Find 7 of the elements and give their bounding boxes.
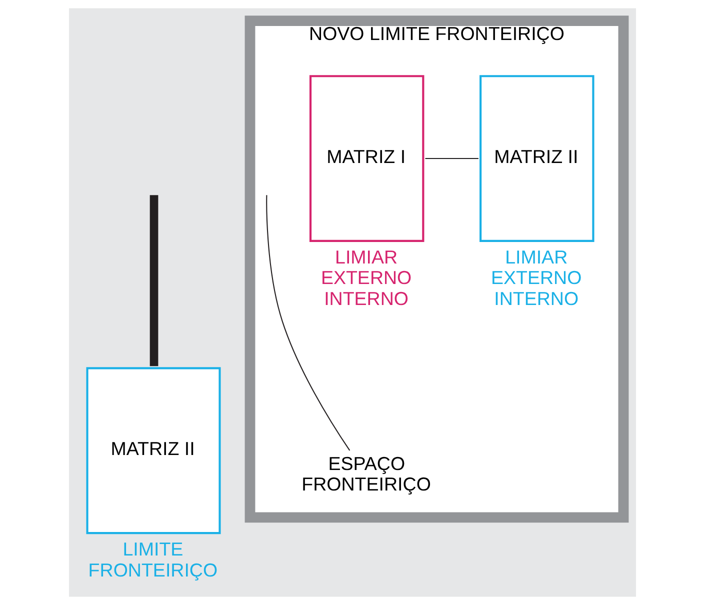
connector bbox=[424, 158, 478, 160]
connector bbox=[149, 195, 158, 366]
node-label: LIMITE FRONTEIRIÇO bbox=[88, 538, 218, 580]
connector bbox=[266, 195, 350, 451]
node-label: LIMIAR EXTERNO INTERNO bbox=[490, 246, 582, 310]
node-label: LIMIAR EXTERNO INTERNO bbox=[320, 246, 412, 310]
node-text: ESPAÇO FRONTEIRIÇO bbox=[301, 452, 430, 495]
